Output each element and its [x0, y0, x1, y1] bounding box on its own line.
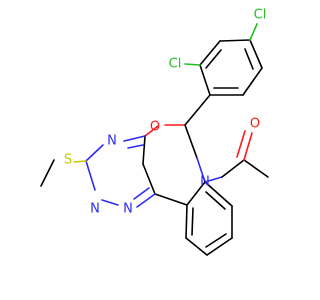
bond	[205, 191, 226, 210]
bond	[221, 159, 245, 178]
ring-oxygen-label: O	[150, 120, 160, 135]
bond	[154, 193, 188, 206]
bond	[85, 160, 96, 191]
triazine-nitrogen-left-label: N	[90, 202, 100, 217]
bond	[243, 159, 269, 178]
bond	[85, 144, 104, 162]
bond	[206, 237, 233, 256]
triazine-ring	[85, 135, 156, 208]
structure-svg: Cl Cl O O N N N N S	[40, 8, 269, 256]
chlorine-left-label: Cl	[169, 57, 182, 72]
bond	[101, 199, 119, 206]
chlorine-top-label: Cl	[254, 8, 267, 23]
bond	[186, 181, 206, 206]
bond	[191, 207, 194, 236]
bond	[142, 135, 146, 165]
carbonyl-oxygen-label: O	[250, 117, 260, 132]
molecule-diagram: Cl Cl O O N N N N S	[40, 7, 269, 256]
bond	[249, 39, 263, 69]
bond	[136, 193, 156, 208]
bond	[242, 67, 263, 96]
bond	[144, 125, 159, 137]
bond	[244, 48, 254, 70]
bond	[185, 237, 208, 256]
bond	[236, 130, 246, 158]
bond	[123, 135, 146, 142]
bond	[73, 160, 87, 163]
bond	[205, 49, 222, 69]
triazine-nitrogen-top-label: N	[107, 134, 117, 149]
bond	[205, 233, 227, 248]
sulfur-label: S	[64, 153, 72, 168]
dichlorophenyl-ring	[199, 39, 263, 96]
bond	[204, 176, 223, 183]
triazine-nitrogen-right-label: N	[123, 202, 133, 217]
bond	[219, 39, 251, 42]
bond	[196, 157, 206, 183]
bond	[184, 124, 198, 159]
bond	[133, 187, 150, 200]
benzo-ring	[185, 181, 233, 256]
bond	[204, 181, 233, 207]
bond	[127, 144, 144, 149]
bond	[142, 163, 156, 195]
bond	[185, 204, 188, 239]
bond	[199, 64, 211, 96]
ring-nitrogen-label: N	[200, 175, 210, 190]
bond	[40, 159, 55, 187]
bond-cl-top	[249, 23, 258, 41]
bond	[184, 94, 211, 126]
bond	[243, 132, 253, 161]
bond-cl-left	[184, 63, 201, 66]
bond	[199, 40, 221, 66]
